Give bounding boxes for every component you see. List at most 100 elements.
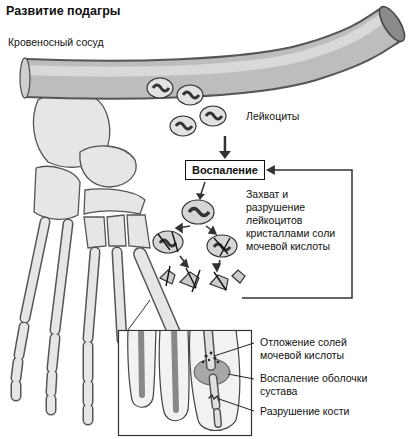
bone-outline: [83, 385, 94, 402]
leukocyte: [200, 106, 226, 126]
process-arrows: [181, 260, 188, 267]
toe-bones: [217, 412, 218, 424]
toe-bones: [208, 331, 211, 366]
urate-deposits: [208, 359, 210, 361]
toe-bones: [174, 331, 176, 410]
process-arrows: [176, 224, 182, 232]
flow-arrow: [201, 182, 205, 194]
navicular-bone: [84, 189, 145, 214]
nucleus: [206, 113, 222, 119]
arrow-head: [266, 165, 275, 175]
bone-outline: [140, 254, 175, 335]
bone-fill: [19, 327, 24, 355]
nucleus: [189, 209, 209, 216]
toe-bones: [208, 331, 211, 366]
leukocyte: [170, 116, 196, 136]
diagram-title: Развитие подагры: [6, 4, 121, 19]
bone-outline: [19, 327, 24, 355]
bone-outline: [16, 222, 175, 420]
vessel-cut: [20, 58, 30, 98]
joint-inset: [119, 300, 255, 436]
arrow-head: [196, 193, 205, 200]
bone-fill: [52, 338, 55, 368]
bone-erosion: [209, 395, 219, 401]
leader-lines: [228, 374, 254, 379]
bone-outline: [117, 252, 122, 340]
bone-outline: [51, 375, 52, 392]
bone-outline: [46, 399, 57, 410]
leukocyte: [182, 200, 214, 224]
urate-deposits: [217, 361, 220, 364]
process-arrows: [176, 224, 220, 271]
leukocyte: [177, 85, 203, 105]
bone-outline: [83, 346, 94, 378]
callout-label: Отложение солей мочевой кислоты: [258, 336, 380, 362]
process-arrows: [209, 227, 216, 234]
destroyed-leukocytes: [153, 200, 245, 292]
bone-fill: [12, 385, 20, 396]
urate-deposits: [202, 352, 220, 364]
urate-crystals: [192, 270, 200, 292]
urate-deposits: [213, 356, 216, 359]
bone-outline: [52, 338, 55, 368]
nucleus: [176, 123, 192, 129]
bone-fill: [51, 375, 52, 392]
bone-fill: [16, 222, 175, 420]
process-arrows: [213, 264, 220, 271]
toe-bones: [217, 412, 218, 424]
bone-fill: [47, 399, 55, 410]
leukocytes: [147, 78, 226, 136]
bone-outline: [16, 362, 18, 378]
toes: [128, 331, 240, 431]
callout-label: Воспаление оболочки сустава: [258, 372, 380, 398]
flow-arrow: [224, 136, 227, 153]
urate-deposits: [202, 361, 205, 364]
leukocyte: [153, 231, 183, 253]
cuneiform-bone: [107, 215, 126, 246]
leukocyte: [147, 78, 173, 98]
part-label: Кровеносный сосуд: [8, 36, 138, 49]
arrow-head: [219, 151, 231, 159]
bone-outline: [88, 252, 95, 338]
bone-outline: [11, 385, 22, 396]
bone-fill: [25, 222, 45, 318]
process-note: Захват и разрушение лейкоцитов кристалла…: [246, 188, 346, 253]
bone-fill: [55, 224, 68, 330]
toe-bones: [141, 331, 230, 424]
vessel-opening: [375, 3, 410, 45]
bone-fill: [84, 346, 92, 378]
urate-crystals: [158, 232, 230, 292]
box-text: Воспаление: [192, 163, 258, 177]
callout-label: Разрушение кости: [258, 405, 380, 418]
talus-bone: [80, 146, 136, 187]
urate-crystals: [166, 266, 170, 286]
big-toe: [189, 331, 239, 431]
urate-crystals: [158, 234, 170, 250]
urate-deposits: [210, 352, 213, 355]
bone-fill: [117, 252, 122, 340]
bone-outline: [55, 224, 68, 330]
toe-bones: [141, 331, 142, 395]
urate-deposits: [204, 354, 207, 357]
process-box: Воспаление: [185, 160, 265, 180]
toe-bones: [213, 378, 216, 406]
nucleus: [183, 92, 199, 98]
bone-fill: [16, 362, 18, 378]
leukocyte: [207, 235, 237, 257]
cuboid-bone: [34, 166, 80, 219]
inset-pointer: [128, 300, 150, 330]
leader-lines: [214, 343, 254, 356]
cuneiform-bone: [127, 215, 150, 248]
urate-crystals: [214, 272, 226, 290]
urate-crystals: [172, 232, 178, 252]
bone-fill: [84, 385, 92, 402]
bone-outline: [25, 222, 45, 318]
toe-bones: [213, 378, 216, 406]
foot-skeleton: [33, 93, 150, 248]
leader-lines: [214, 343, 254, 411]
leader-lines: [219, 399, 254, 411]
bone-fill: [88, 252, 95, 338]
bone-fill: [84, 409, 92, 420]
bone-fill: [140, 254, 175, 335]
